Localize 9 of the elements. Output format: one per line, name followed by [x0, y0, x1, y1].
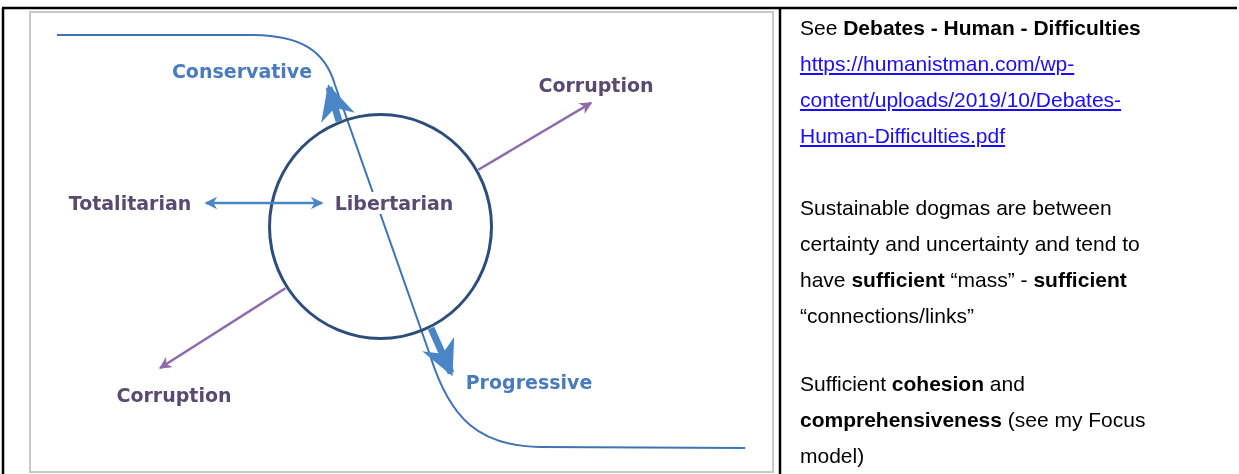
circle-shape — [268, 113, 493, 340]
node-label: Corruption — [538, 74, 654, 96]
heading-text: See Debates - Human - Difficulties — [800, 15, 1142, 41]
paragraph: Sufficient cohesion and comprehensiveness (see my Focus model) — [800, 371, 1147, 469]
link: https://humanistman.com/wp-content/uploads/2019/10/Debates-Human-Difficulties.pdf — [800, 51, 1123, 149]
node-label: Libertarian — [334, 192, 454, 214]
node-label: Progressive — [465, 371, 593, 393]
node-label: Corruption — [116, 384, 232, 406]
paragraph: Sustainable dogmas are between certainty and uncertainty and tend to have sufficient “mass” - sufficient “connections/links” — [800, 195, 1141, 329]
